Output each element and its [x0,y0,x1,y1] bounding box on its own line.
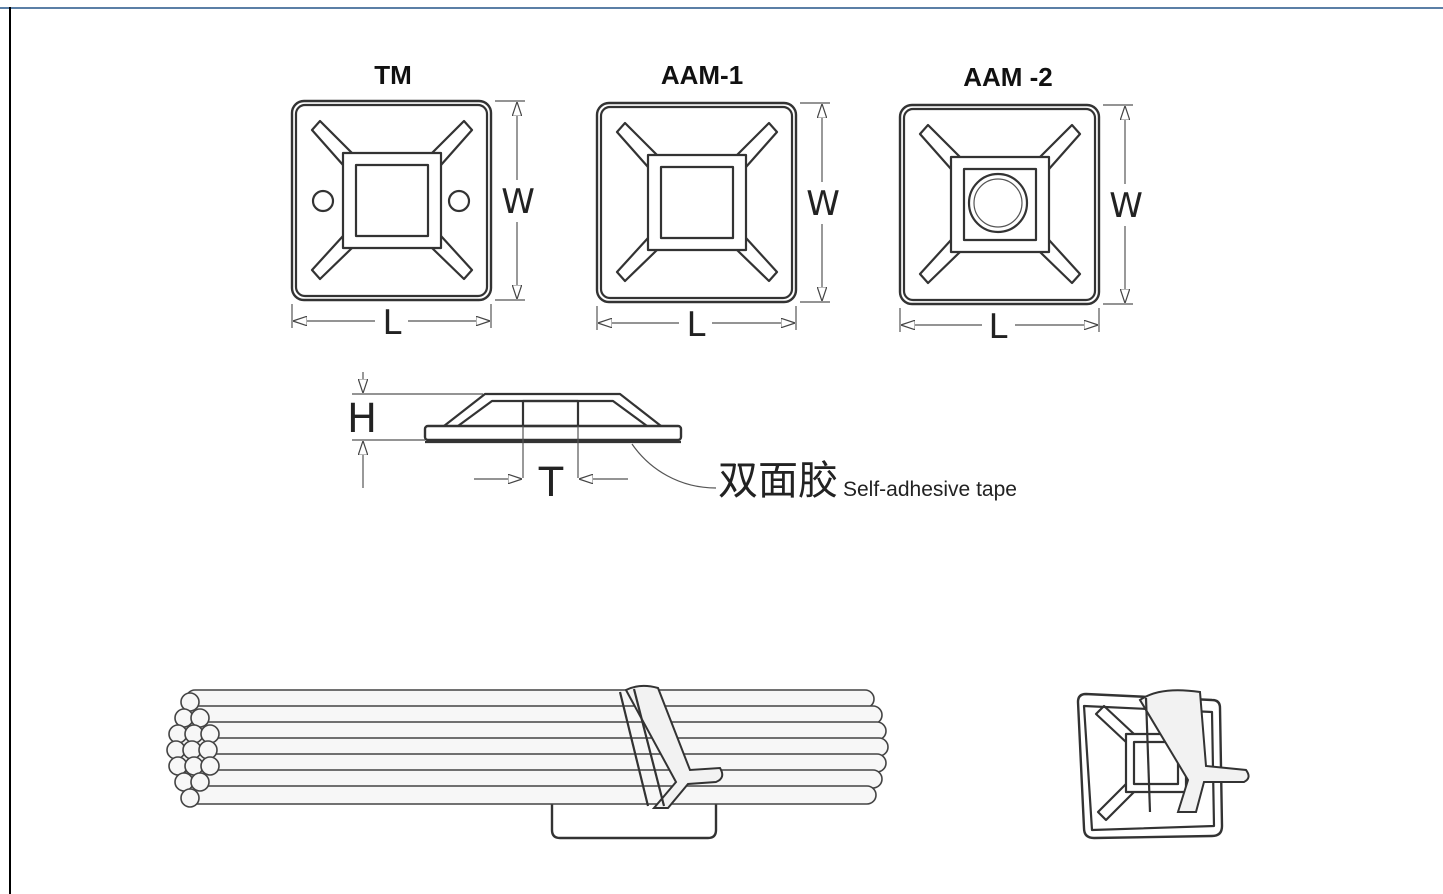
mount-title-aam-1: AAM-1 [661,60,743,90]
mount-plate-aam-2 [898,103,1101,306]
mount-hole-left-icon [311,189,335,213]
mount-aam-2: AAM -2 W L [898,62,1143,347]
tape-leader-line [631,443,717,489]
dimension-h: H [347,372,483,488]
small-tie-strap [1138,689,1250,813]
dimension-l-label: L [989,307,1008,347]
dimension-l-label: L [383,303,402,343]
side-view-profile [423,392,683,478]
dimension-w-tm: W [495,100,535,301]
mount-ring-icon [967,172,1029,234]
mount-hole-right-icon [447,189,471,213]
side-view: H T 双面胶 Self-adhesive tape [347,372,1017,506]
tape-label-en: Self-adhesive tape [843,478,1017,501]
dimension-t: T [474,460,628,506]
mount-aam-1: AAM-1 W L [595,60,840,345]
dimension-l-tm: L [291,303,492,343]
dimension-w-label: W [806,184,840,224]
dimension-w-label: W [501,182,535,222]
frame-top-border [0,7,1443,9]
dimension-l-aam-1: L [596,305,797,345]
dimension-l-aam-2: L [899,307,1100,347]
dimension-w-label: W [1109,186,1143,226]
dimension-t-label: T [538,460,564,506]
cable-strands [175,689,889,805]
dimension-w-aam-1: W [800,102,840,303]
dimension-l-label: L [687,305,706,345]
dimension-w-aam-2: W [1103,104,1143,305]
mount-title-aam-2: AAM -2 [963,62,1053,92]
dimension-h-label: H [347,396,377,442]
frame-left-border [9,7,11,894]
mount-plate-aam-1 [595,101,798,304]
tape-label-cn: 双面胶 [718,458,838,504]
mount-tm: TM W L [290,60,535,343]
mount-with-tie-illustration [1076,689,1250,840]
mount-title-tm: TM [374,60,412,90]
cable-ends [166,692,220,808]
cable-bundle-illustration [166,684,889,840]
mount-plate-tm [290,99,493,302]
cable-tie-strap [618,684,724,809]
